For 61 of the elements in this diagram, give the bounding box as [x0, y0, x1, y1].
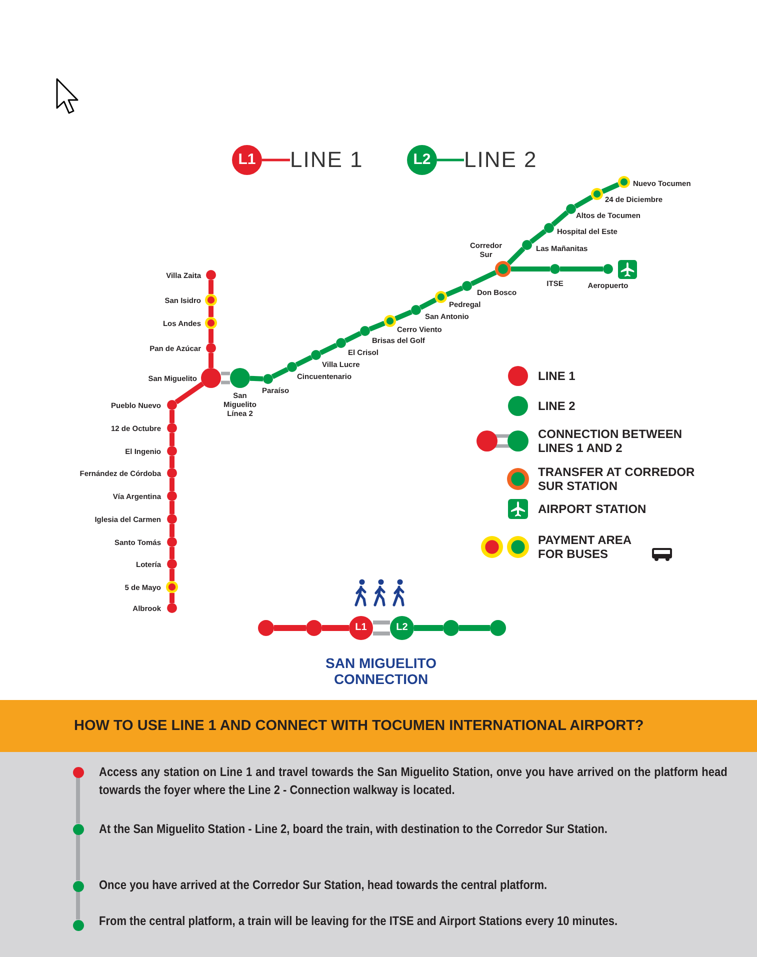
route-line: [322, 625, 349, 631]
line-name: LINE 1: [290, 147, 364, 173]
panel-heading: HOW TO USE LINE 1 AND CONNECT WITH TOCUMEN INTERNATIONAL AIRPORT?: [0, 700, 757, 752]
instruction-panel: [0, 700, 757, 957]
caption-text: SAN MIGUELITO CONNECTION: [324, 655, 438, 687]
route-line: [170, 410, 174, 423]
line-badge: L1: [232, 145, 262, 175]
route-line: [170, 456, 174, 468]
route-line: [459, 625, 490, 631]
walkway-connector: [371, 620, 392, 636]
line-name: LINE 2: [464, 147, 538, 173]
route-line: [170, 547, 174, 559]
route-line: [170, 524, 174, 537]
route-line: [271, 367, 289, 379]
route-line: [170, 478, 174, 491]
route-line: [344, 331, 362, 343]
route-line: [414, 625, 443, 631]
route-line: [319, 342, 338, 356]
legend-label: LINE 1: [538, 369, 576, 383]
route-line: [446, 286, 464, 297]
route-line: [174, 382, 204, 404]
route-line: [419, 298, 437, 310]
route-line: [529, 229, 547, 244]
key-line: [262, 158, 290, 162]
legend-label: TRANSFER AT CORREDOR SUR STATION: [538, 465, 696, 493]
route-line: [394, 310, 412, 321]
route-line: [368, 320, 386, 332]
instruction-text: Access any station on Line 1 and travel towards the San Miguelito Station, onve you have arrived on the platform head towards the foyer where the Line 2 - Connection walkway is located.: [99, 764, 728, 799]
route-line: [574, 194, 594, 209]
route-line: [551, 210, 569, 227]
route-line: [208, 280, 214, 294]
route-line: [250, 376, 264, 382]
route-line: [208, 353, 214, 368]
legend-label: PAYMENT AREA FOR BUSES: [538, 533, 632, 561]
route-line: [511, 266, 550, 272]
line-badge: L2: [390, 616, 414, 640]
route-line: [170, 569, 174, 581]
route-line: [170, 433, 174, 446]
route-line: [601, 182, 620, 194]
line-badge: L2: [407, 145, 437, 175]
route-line: [170, 593, 174, 603]
timeline-line: [76, 892, 80, 920]
instruction-text: From the central platform, a train will be leaving for the ITSE and Airport Stations every 10 minutes.: [99, 913, 619, 930]
line-badge: L1: [349, 616, 373, 640]
route-line: [274, 625, 306, 631]
route-line: [208, 306, 214, 317]
route-line: [560, 266, 603, 272]
key-line: [437, 158, 464, 162]
legend-label: LINE 2: [538, 399, 576, 413]
legend-label: AIRPORT STATION: [538, 502, 646, 516]
instruction-text: Once you have arrived at the Corredor Sur Station, head towards the central platform.: [99, 877, 548, 894]
instruction-text: At the San Miguelito Station - Line 2, board the train, with destination to the Corredor Sur Station.: [99, 821, 608, 838]
route-line: [295, 355, 313, 367]
walkway-connector: [219, 372, 232, 384]
route-line: [470, 270, 497, 286]
route-line: [208, 329, 214, 343]
route-line: [170, 501, 174, 514]
legend-label: CONNECTION BETWEEN LINES 1 AND 2: [538, 427, 683, 455]
timeline-line: [76, 778, 80, 824]
timeline-line: [76, 834, 80, 880]
route-line: [506, 246, 526, 266]
